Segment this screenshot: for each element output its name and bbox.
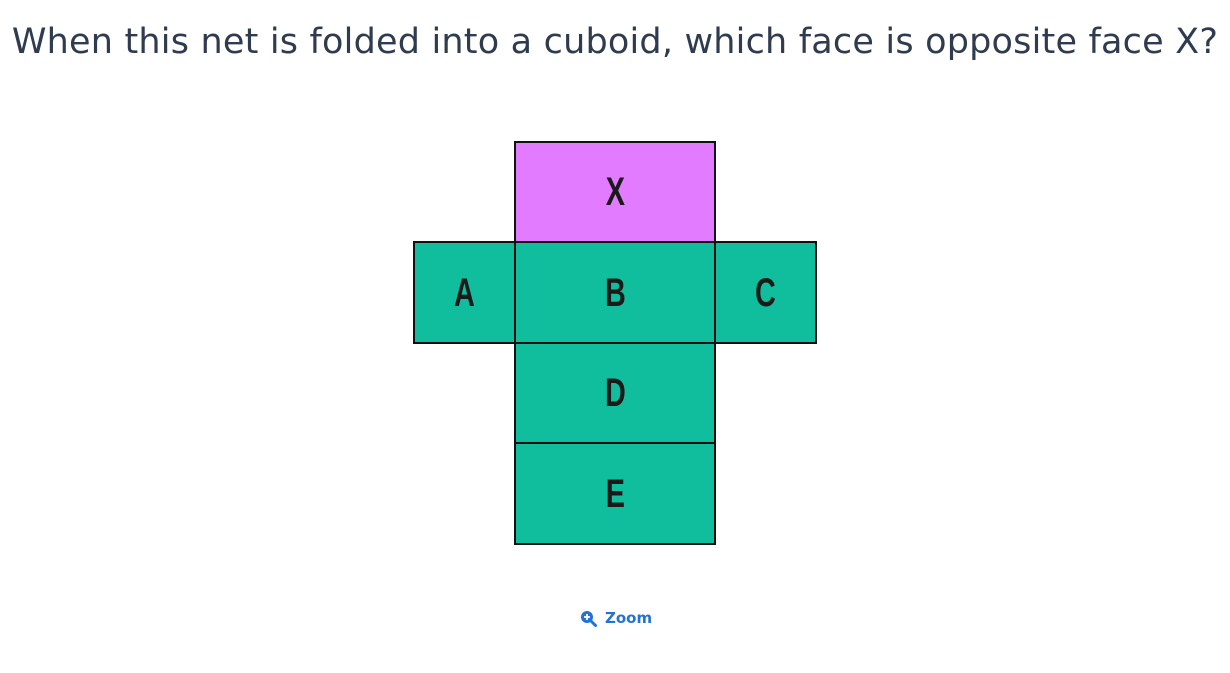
face-e: E [514,442,716,545]
face-b: B [514,241,716,344]
zoom-button[interactable]: Zoom [580,609,652,627]
face-d-label: D [604,371,626,415]
zoom-in-icon [580,610,597,627]
face-b-label: B [604,270,626,315]
face-e-label: E [605,471,625,516]
face-x: X [514,141,716,243]
zoom-label: Zoom [605,609,653,627]
face-d: D [514,342,716,444]
face-c: C [714,241,817,344]
question-text: When this net is folded into a cuboid, w… [11,22,1219,62]
face-c-label: C [755,270,776,315]
face-x-label: X [605,170,625,214]
face-a: A [413,241,516,344]
face-a-label: A [454,270,475,315]
